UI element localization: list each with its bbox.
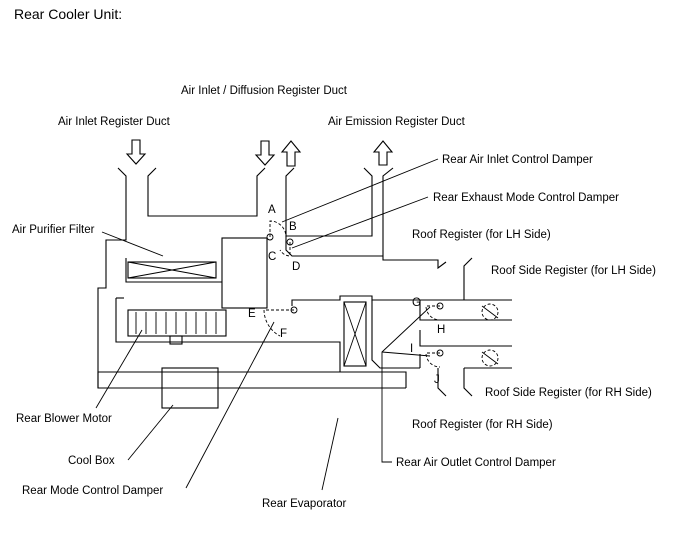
label-rear-blower-motor: Rear Blower Motor [16,413,112,425]
label-air-inlet-register-duct: Air Inlet Register Duct [58,116,171,128]
letter-a: A [268,204,276,216]
air-purifier-filter [127,261,217,279]
airflow-arrows [125,139,394,167]
leader-lines [95,158,439,491]
label-rear-air-inlet-control-damper: Rear Air Inlet Control Damper [442,154,593,166]
diagram-title: Rear Cooler Unit: [14,6,123,22]
rear-evaporator [343,301,367,367]
letter-i: I [410,343,413,355]
label-roof-side-register-rh: Roof Side Register (for RH Side) [485,387,652,399]
label-rear-exhaust-mode-control-damper: Rear Exhaust Mode Control Damper [433,192,619,204]
inlet-down-arrow-icon [125,139,147,165]
label-rear-mode-control-damper: Rear Mode Control Damper [22,485,163,497]
register-louvres [481,303,499,367]
label-cool-box: Cool Box [68,455,115,467]
letter-h: H [437,324,445,336]
label-air-inlet-diffusion-duct: Air Inlet / Diffusion Register Duct [181,85,348,97]
dampers [263,220,444,368]
label-air-purifier-filter: Air Purifier Filter [12,224,95,236]
rear-blower-motor [127,309,227,345]
emission-up-arrow-icon [372,140,394,166]
damper-letters: A B C D E F G H I J [248,204,445,386]
letter-f: F [280,328,287,340]
label-rear-evaporator: Rear Evaporator [262,498,347,510]
louvre-rh-icon [481,349,499,367]
louvre-lh-icon [481,303,499,321]
letter-e: E [248,308,256,320]
letter-b: B [289,221,297,233]
label-roof-register-lh: Roof Register (for LH Side) [412,229,551,241]
label-roof-register-rh: Roof Register (for RH Side) [412,419,553,431]
label-rear-air-outlet-control-damper: Rear Air Outlet Control Damper [396,457,556,469]
letter-g: G [412,297,421,309]
component-labels: Air Inlet / Diffusion Register Duct Air … [12,85,656,510]
diffusion-down-arrow-icon [254,140,276,166]
unit-housing [97,167,512,409]
diffusion-up-arrow-icon [280,140,302,167]
letter-c: C [268,251,276,263]
letter-d: D [292,261,300,273]
letter-j: J [434,374,440,386]
label-air-emission-register-duct: Air Emission Register Duct [328,116,466,128]
label-roof-side-register-lh: Roof Side Register (for LH Side) [491,265,656,277]
